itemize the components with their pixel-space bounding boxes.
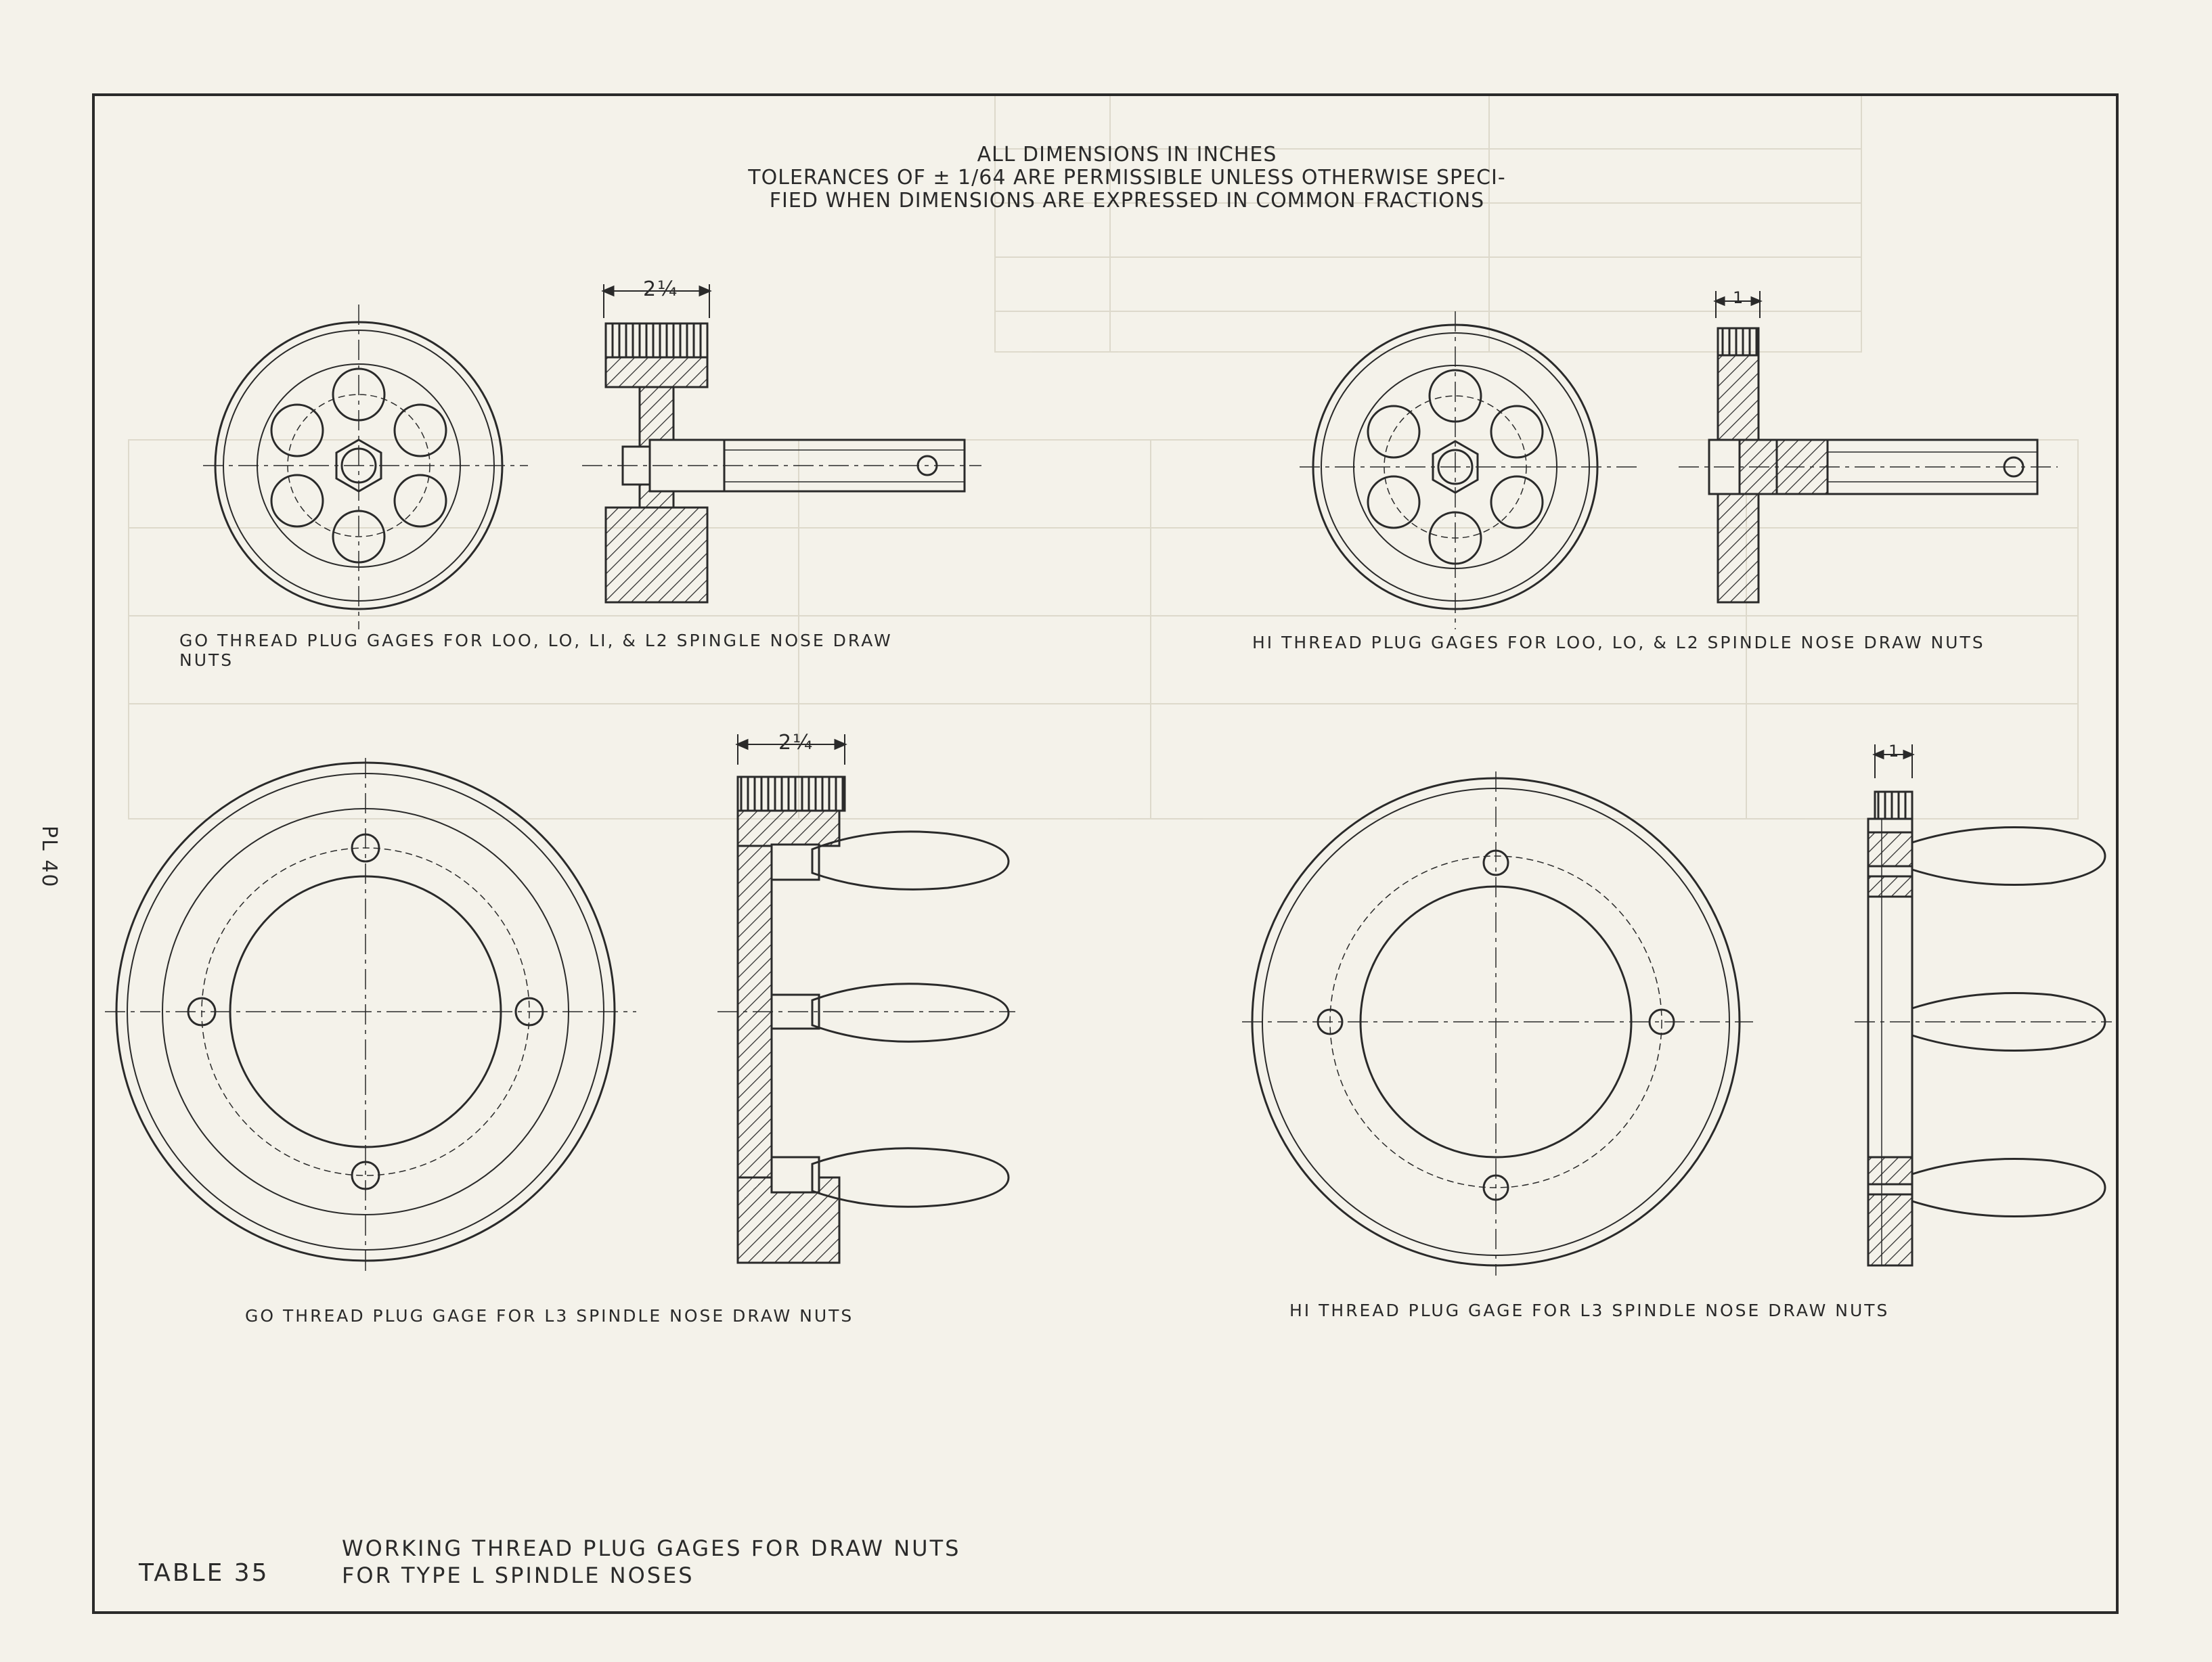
go-gage-large-section-view	[717, 734, 1015, 1264]
note-tolerance-line2: FIED WHEN DIMENSIONS ARE EXPRESSED IN CO…	[769, 189, 1485, 212]
general-notes: ALL DIMENSIONS IN INCHES TOLERANCES OF ±…	[596, 143, 1658, 212]
go-gage-small-section-view	[582, 284, 981, 604]
table-title: WORKING THREAD PLUG GAGES FOR DRAW NUTS …	[342, 1535, 960, 1589]
caption-hi-gage-small: HI THREAD PLUG GAGES FOR LOO, LO, & L2 S…	[1252, 633, 1985, 652]
table-title-line1: WORKING THREAD PLUG GAGES FOR DRAW NUTS	[342, 1535, 961, 1561]
go-gage-small-front-view	[203, 305, 528, 629]
caption-go-gage-small-line2: NUTS	[179, 650, 234, 670]
go-gage-large-front-view	[105, 758, 636, 1272]
dimension-top-right: 1	[1733, 288, 1745, 307]
hi-gage-small-section-view	[1679, 291, 2058, 604]
caption-go-gage-large: GO THREAD PLUG GAGE FOR L3 SPINDLE NOSE …	[245, 1306, 854, 1326]
dimension-bottom-left: 2¼	[778, 731, 814, 755]
caption-go-gage-small-line1: GO THREAD PLUG GAGES FOR LOO, LO, LI, & …	[179, 631, 893, 650]
table-title-line2: FOR TYPE L SPINDLE NOSES	[342, 1563, 694, 1588]
caption-hi-gage-large: HI THREAD PLUG GAGE FOR L3 SPINDLE NOSE …	[1289, 1301, 1890, 1320]
border-frame	[92, 93, 2119, 1614]
note-dimensions-units: ALL DIMENSIONS IN INCHES	[977, 143, 1277, 166]
table-label: TABLE 35	[139, 1559, 269, 1587]
dimension-top-left: 2¼	[643, 277, 679, 301]
hi-gage-small-front-view	[1300, 311, 1638, 629]
hi-gage-large-front-view	[1242, 771, 1753, 1276]
note-tolerance-line1: TOLERANCES OF ± 1/64 ARE PERMISSIBLE UNL…	[748, 166, 1506, 189]
hi-gage-large-section-view	[1855, 744, 2112, 1267]
dimension-bottom-right: 1	[1888, 742, 1901, 761]
caption-go-gage-small: GO THREAD PLUG GAGES FOR LOO, LO, LI, & …	[179, 631, 893, 670]
page-number: PL 40	[37, 826, 61, 889]
